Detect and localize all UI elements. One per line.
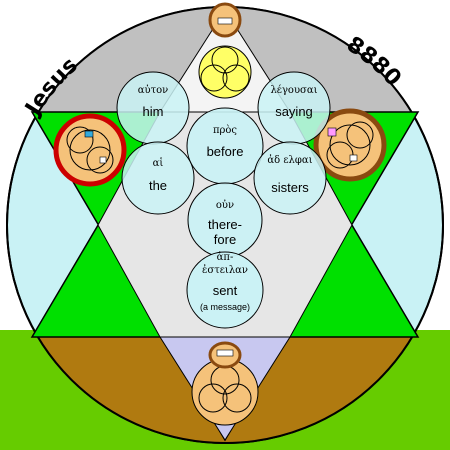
circle-sent — [186, 251, 264, 329]
english-saying: saying — [275, 104, 313, 119]
top-figure — [198, 2, 252, 99]
greek-sent-line2: ἐστειλαν — [202, 265, 248, 276]
word-circles — [116, 71, 331, 329]
english-before: before — [207, 144, 244, 159]
greek-sisters: ἀδ ελφαι — [267, 155, 312, 166]
right-figure — [313, 108, 387, 182]
english-sent: sent — [213, 283, 238, 298]
circle-the — [121, 141, 195, 215]
greek-him: αὐτον — [138, 85, 168, 96]
bottom-figure — [191, 341, 259, 426]
english-him: him — [143, 104, 164, 119]
greek-sent-line1: ἀπ- — [217, 252, 234, 263]
english-therefore-line1: there- — [208, 217, 242, 232]
greek-the: αἱ — [153, 158, 164, 169]
greek-therefore: οὐν — [216, 200, 234, 211]
english-therefore-line2: fore — [214, 232, 236, 247]
left-figure — [53, 113, 127, 187]
english-sisters: sisters — [271, 180, 309, 195]
english-the: the — [149, 178, 167, 193]
english-sent-note: (a message) — [200, 302, 250, 312]
greek-before: πρὸς — [213, 125, 237, 136]
greek-saying: λέγουσαι — [270, 85, 317, 96]
circle-sisters — [253, 141, 327, 215]
